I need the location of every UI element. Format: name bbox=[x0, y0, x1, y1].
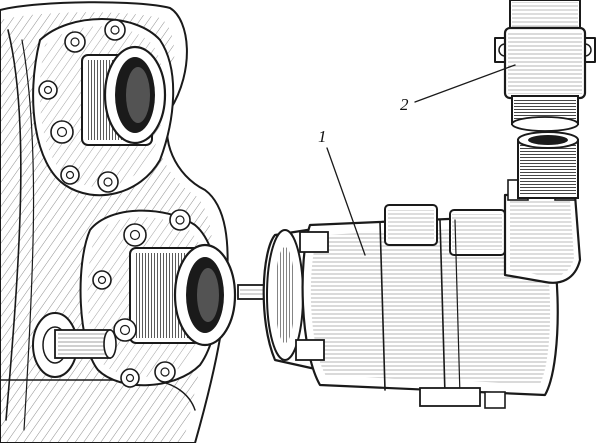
bolt bbox=[169, 209, 191, 231]
pipe-union bbox=[494, 0, 596, 132]
bolt bbox=[64, 31, 86, 53]
drive-pulley bbox=[32, 312, 117, 378]
bolt bbox=[97, 171, 119, 193]
callout-1-label: 1 bbox=[318, 127, 327, 146]
callout-1-leader bbox=[326, 147, 366, 256]
bolt bbox=[104, 19, 126, 41]
callout-1: 1 bbox=[318, 127, 366, 256]
pump-housing bbox=[237, 131, 582, 409]
bolt bbox=[120, 368, 140, 388]
lower-pipe-fitting bbox=[129, 243, 237, 347]
bolt bbox=[113, 318, 137, 342]
callout-2-label: 2 bbox=[400, 95, 409, 114]
bolt bbox=[60, 165, 80, 185]
bolt bbox=[123, 223, 147, 247]
bolt bbox=[38, 80, 58, 100]
upper-bolts bbox=[38, 19, 126, 193]
bolt bbox=[92, 270, 112, 290]
bolt bbox=[50, 120, 74, 144]
callout-2: 2 bbox=[400, 64, 516, 114]
lower-bolts bbox=[92, 209, 191, 388]
callout-2-leader bbox=[414, 64, 516, 103]
upper-pipe-fitting bbox=[81, 45, 167, 146]
bolt bbox=[154, 361, 176, 383]
